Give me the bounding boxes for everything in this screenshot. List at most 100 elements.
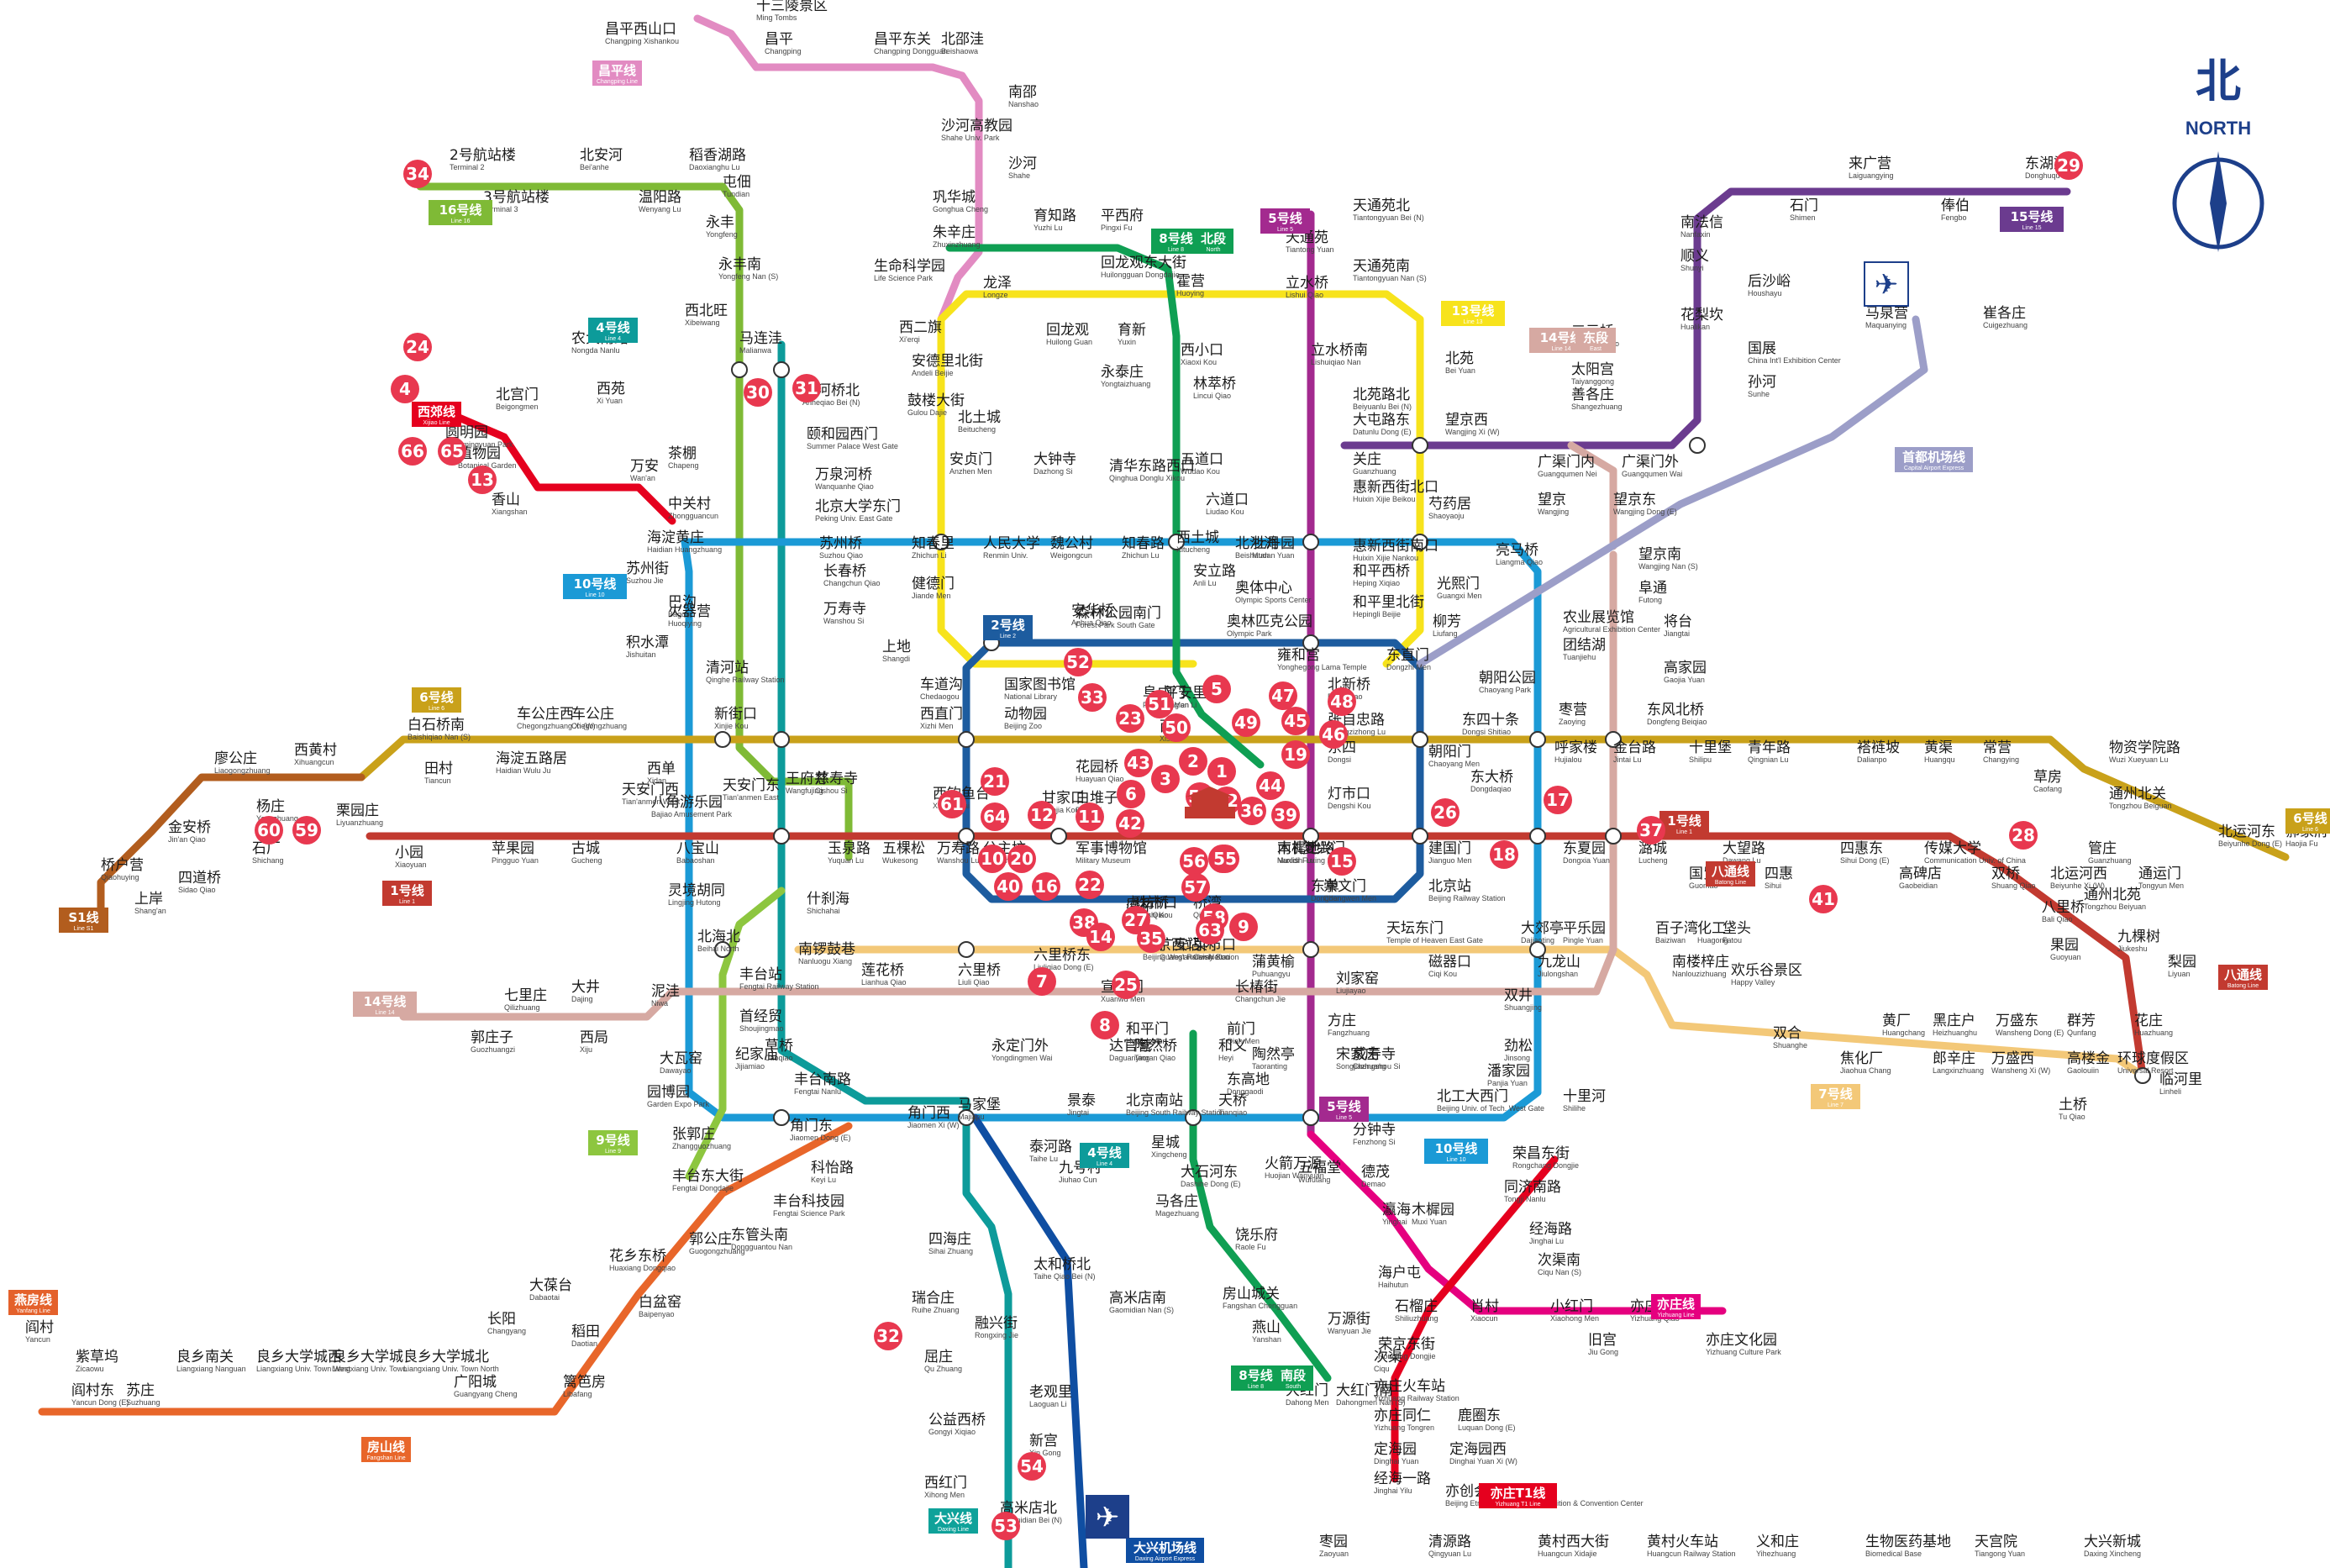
station-name-en: Gaolouiin xyxy=(2067,1066,2099,1075)
line-badge-en: Line 4 xyxy=(1097,1161,1112,1167)
station-name-en: Laoguan Li xyxy=(1029,1400,1067,1408)
station-name-en: Haidian Huangzhuang xyxy=(647,545,722,554)
line-badge-en: Line 15 xyxy=(2022,225,2042,231)
line-15 xyxy=(1340,187,2071,450)
station-name-cn: 陶然亭 xyxy=(1252,1046,1295,1063)
station-name-en: Bei'anhe xyxy=(580,163,609,171)
station-name-cn: 大瓦窑 xyxy=(660,1050,702,1067)
station-name-en: Jiangtai xyxy=(1664,629,1690,638)
station-name-cn: 柳芳 xyxy=(1433,613,1461,630)
station-name-cn: 回龙观 xyxy=(1046,322,1089,339)
station-name-cn: 青年路 xyxy=(1748,739,1791,756)
line-t1 xyxy=(1391,1155,1559,1483)
station-name-cn: 上地 xyxy=(882,639,911,655)
station-name-en: Olympic Park xyxy=(1227,629,1272,638)
station-name-cn: 海淀黄庄 xyxy=(647,529,704,546)
station-name-en: Zhuxinzhuang xyxy=(933,240,981,249)
station-name-en: Sihai Zhuang xyxy=(928,1247,973,1255)
station-name-en: Baiziwan xyxy=(1655,936,1686,944)
station-name-en: Libafang xyxy=(563,1390,592,1398)
station-name-en: Liyuanzhuang xyxy=(336,818,383,827)
station-name-en: Yongfeng Nan (S) xyxy=(718,272,778,281)
station-name-cn: 朱辛庄 xyxy=(933,224,976,241)
station-name-cn: 车公庄 xyxy=(571,706,614,723)
station-name-en: Jingtai xyxy=(1067,1108,1089,1117)
station-name-cn: 高米店北 xyxy=(1000,1500,1057,1517)
poi-number: 63 xyxy=(1198,920,1222,940)
station-name-cn: 草桥 xyxy=(765,1038,793,1055)
station-name-cn: 昌平西山口 xyxy=(605,21,676,38)
station-name-en: Bagou xyxy=(668,610,690,618)
poi-number: 53 xyxy=(994,1516,1018,1536)
station-name-cn: 中关村 xyxy=(668,496,711,513)
station-name-en: Yuzhi Lu xyxy=(1034,224,1063,232)
station-name-cn: 新街口 xyxy=(714,706,757,723)
station-name-cn: 东风北桥 xyxy=(1647,702,1704,718)
station-name-en: Peking Univ. East Gate xyxy=(815,514,892,523)
station-name-cn: 安立路 xyxy=(1193,563,1236,580)
station-name-cn: 花梨坎 xyxy=(1680,307,1723,324)
station-name-en: Guang'anmen Nei xyxy=(1160,953,1220,961)
poi-marker: 5 xyxy=(1202,675,1231,703)
station-name-cn: 金安桥 xyxy=(168,819,211,836)
station-name-en: Andeli Beijie xyxy=(912,369,954,377)
poi-number: 16 xyxy=(1034,876,1058,897)
station-name-en: Xisi xyxy=(1160,734,1172,743)
station-name-en: Shunyi xyxy=(1680,264,1704,272)
station-name-en: Wangjing Dong (E) xyxy=(1613,508,1677,516)
station-name-cn: 动物园 xyxy=(1004,706,1047,723)
station-name-en: Langxinzhuang xyxy=(1933,1066,1984,1075)
station-name-en: Wanyuan Jie xyxy=(1328,1327,1371,1335)
station-name-en: Shahe Univ. Park xyxy=(941,134,1000,142)
poi-marker: 35 xyxy=(1137,924,1165,953)
station-name-cn: 金台路 xyxy=(1613,739,1656,756)
station-name-cn: 广渠门外 xyxy=(1622,454,1679,471)
station-name-en: Qingyuan Lu xyxy=(1428,1550,1471,1558)
station-name-en: Qian Men xyxy=(1227,1037,1260,1045)
poi-number: 12 xyxy=(1030,805,1054,825)
svg-text:✈: ✈ xyxy=(1096,1501,1120,1534)
poi-marker: 2 xyxy=(1179,747,1207,776)
station-name-cn: 大井 xyxy=(571,979,600,996)
station-name-en: Baipenyao xyxy=(639,1310,675,1318)
line-badge-en: Daxing Line xyxy=(938,1527,969,1533)
station-name-cn: 南礼士路 xyxy=(1277,840,1334,857)
line-badge-en: Line 2 xyxy=(1000,634,1016,639)
station-name-cn: 旧宫 xyxy=(1588,1332,1617,1349)
poi-marker: 29 xyxy=(2054,151,2083,180)
poi-number: 36 xyxy=(1240,801,1264,821)
station-name-en: Chaoyang Men xyxy=(1428,760,1480,768)
poi-number: 48 xyxy=(1330,692,1354,712)
station-name-cn: 牡丹园 xyxy=(1252,535,1295,552)
station-name-cn: 南邵 xyxy=(1008,84,1037,101)
station-name-cn: 育新 xyxy=(1118,322,1146,339)
svg-text:✈: ✈ xyxy=(1875,268,1899,302)
